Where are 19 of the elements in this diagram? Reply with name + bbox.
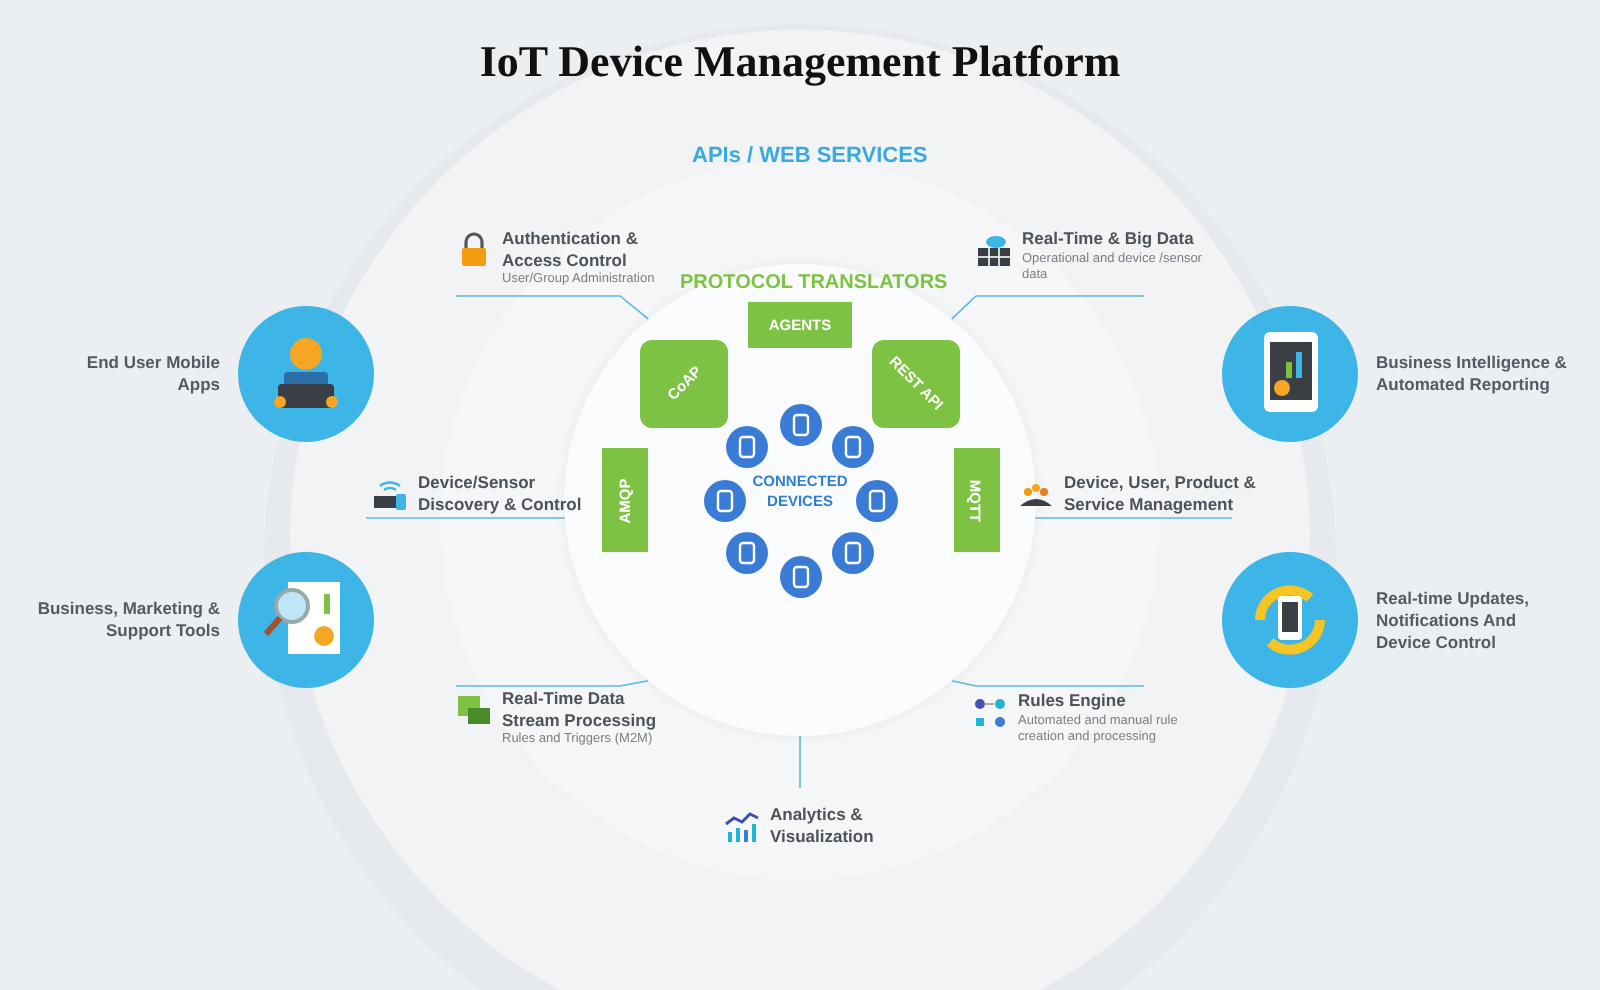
section-heading: APIs / WEB SERVICES xyxy=(692,144,928,168)
feature-title: Device, User, Product & Service Management xyxy=(1064,472,1258,514)
feature-title: Real-Time Data Stream Processing xyxy=(502,688,659,730)
leader-line xyxy=(950,295,1145,320)
item-label: End User Mobile Apps xyxy=(84,352,220,396)
leader-line xyxy=(950,680,1145,687)
item-label: Real-time Updates, Notifications And Device Control xyxy=(1376,587,1532,653)
leader-line xyxy=(799,735,801,789)
feature-title: Real-Time & Big Data xyxy=(1022,228,1196,249)
feature-title: Device/Sensor Discovery & Control xyxy=(418,472,584,514)
feature-title: Rules Engine xyxy=(1018,690,1128,711)
feature-title: Authentication & Access Control xyxy=(502,228,640,270)
title: IoT Device Management Platform xyxy=(477,36,1123,88)
item-label: Business, Marketing & Support Tools xyxy=(36,598,220,642)
feature-title: Analytics & Visualization xyxy=(770,804,876,846)
section-heading: PROTOCOL TRANSLATORS xyxy=(680,272,948,294)
leader-line xyxy=(455,680,650,687)
item-label: Business Intelligence & Automated Reporting xyxy=(1376,352,1569,396)
leader-line xyxy=(455,295,650,320)
